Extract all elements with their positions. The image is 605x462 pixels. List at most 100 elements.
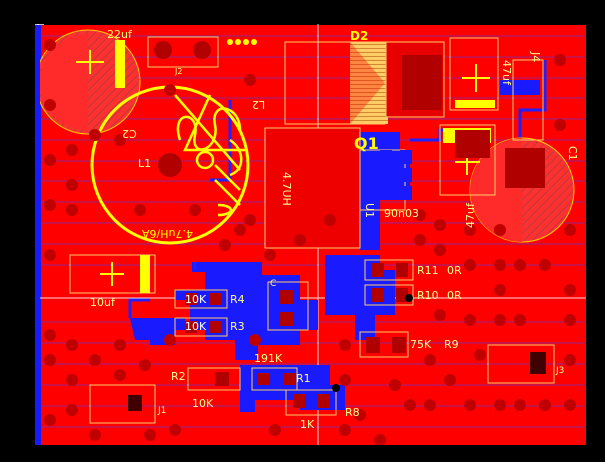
label-q1: Q1 bbox=[354, 134, 379, 153]
label-j3: J3 bbox=[556, 366, 565, 376]
label-47uf-top: 47uf bbox=[500, 60, 513, 85]
via-hole bbox=[244, 214, 256, 226]
j2-footprint bbox=[147, 36, 219, 68]
via-hole bbox=[494, 224, 506, 236]
via-hole bbox=[66, 204, 78, 216]
via-hole bbox=[554, 119, 566, 131]
via-hole bbox=[474, 349, 486, 361]
via-hole bbox=[44, 249, 56, 261]
via-hole bbox=[66, 339, 78, 351]
via-hole bbox=[144, 429, 156, 441]
via-hole bbox=[389, 379, 401, 391]
via-hole bbox=[44, 199, 56, 211]
l-4-7uh-footprint bbox=[264, 127, 361, 249]
via-hole bbox=[464, 224, 476, 236]
pads bbox=[128, 39, 546, 411]
label-r2-value: 10K bbox=[192, 397, 214, 410]
via-hole bbox=[539, 399, 551, 411]
via-hole bbox=[114, 134, 126, 146]
via-hole bbox=[44, 99, 56, 111]
label-r1: R1 bbox=[296, 372, 311, 385]
via-hole bbox=[324, 214, 336, 226]
via-hole bbox=[134, 204, 146, 216]
via-hole bbox=[354, 409, 366, 421]
via-hole bbox=[169, 424, 181, 436]
via-hole bbox=[434, 219, 446, 231]
via-hole bbox=[234, 224, 246, 236]
via-hole bbox=[494, 314, 506, 326]
via-hole bbox=[564, 314, 576, 326]
via-hole bbox=[244, 74, 256, 86]
via-hole bbox=[564, 354, 576, 366]
j4-capacitor bbox=[449, 37, 499, 111]
resistor-outlines bbox=[89, 259, 555, 424]
via-hole bbox=[219, 239, 231, 251]
via-hole bbox=[514, 259, 526, 271]
via-hole bbox=[66, 144, 78, 156]
label-1k: 1K bbox=[300, 418, 315, 431]
via-hole bbox=[464, 259, 476, 271]
via-hole bbox=[554, 54, 566, 66]
label-d2: D2 bbox=[350, 29, 369, 43]
via-hole bbox=[539, 259, 551, 271]
via-hole bbox=[424, 399, 436, 411]
via-hole bbox=[434, 244, 446, 256]
label-47uf-right: 47uf bbox=[464, 203, 477, 228]
via-hole bbox=[444, 374, 456, 386]
via-hole bbox=[294, 234, 306, 246]
label-r10-value: 0R bbox=[447, 289, 462, 302]
label-l1: L1 bbox=[138, 157, 152, 170]
label-l1-value: 4.7uH/6A bbox=[142, 227, 193, 240]
label-10uf: 10uf bbox=[90, 296, 115, 309]
label-r9: R9 bbox=[444, 338, 459, 351]
via-hole bbox=[434, 309, 446, 321]
via-hole bbox=[564, 399, 576, 411]
via-hole bbox=[424, 354, 436, 366]
via-hole bbox=[164, 334, 176, 346]
vias bbox=[44, 39, 576, 446]
label-r11-value: 0R bbox=[447, 264, 462, 277]
label-c2: C2 bbox=[122, 127, 137, 140]
label-j1: J1 bbox=[158, 406, 167, 416]
label-90n03: 90n03 bbox=[384, 207, 419, 220]
via-hole bbox=[249, 334, 261, 346]
via-hole bbox=[414, 234, 426, 246]
via-hole bbox=[264, 249, 276, 261]
via-hole bbox=[139, 359, 151, 371]
via-hole bbox=[404, 399, 416, 411]
via-hole bbox=[494, 284, 506, 296]
via-hole bbox=[414, 209, 426, 221]
via-hole bbox=[564, 284, 576, 296]
via-hole bbox=[44, 39, 56, 51]
label-75k: 75K bbox=[410, 338, 432, 351]
via-hole bbox=[114, 369, 126, 381]
via-hole bbox=[44, 354, 56, 366]
via-hole bbox=[89, 129, 101, 141]
label-r3: R3 bbox=[230, 320, 245, 333]
label-191k: 191K bbox=[254, 352, 283, 365]
label-u1: U1 bbox=[363, 203, 376, 219]
via-hole bbox=[374, 434, 386, 446]
via-hole bbox=[89, 354, 101, 366]
via-hole bbox=[564, 224, 576, 236]
c-22uf-symbol bbox=[76, 40, 125, 88]
label-c1: C1 bbox=[566, 146, 579, 161]
via-hole bbox=[464, 399, 476, 411]
c-10uf-footprint bbox=[69, 254, 156, 294]
label-r3-value: 10K bbox=[185, 320, 207, 333]
via-hole bbox=[44, 414, 56, 426]
label-j4: J4 bbox=[529, 52, 542, 63]
via-hole bbox=[339, 339, 351, 351]
via-hole bbox=[44, 329, 56, 341]
via-hole bbox=[514, 399, 526, 411]
via-hole bbox=[44, 154, 56, 166]
via-hole bbox=[514, 314, 526, 326]
via-hole bbox=[494, 399, 506, 411]
pad-holes bbox=[332, 294, 413, 392]
label-4-7uh: 4.7UH bbox=[280, 172, 293, 206]
u1-pads bbox=[380, 150, 412, 200]
label-22uf: 22uf bbox=[107, 28, 132, 41]
via-hole bbox=[66, 374, 78, 386]
via-hole bbox=[114, 339, 126, 351]
via-hole bbox=[269, 424, 281, 436]
